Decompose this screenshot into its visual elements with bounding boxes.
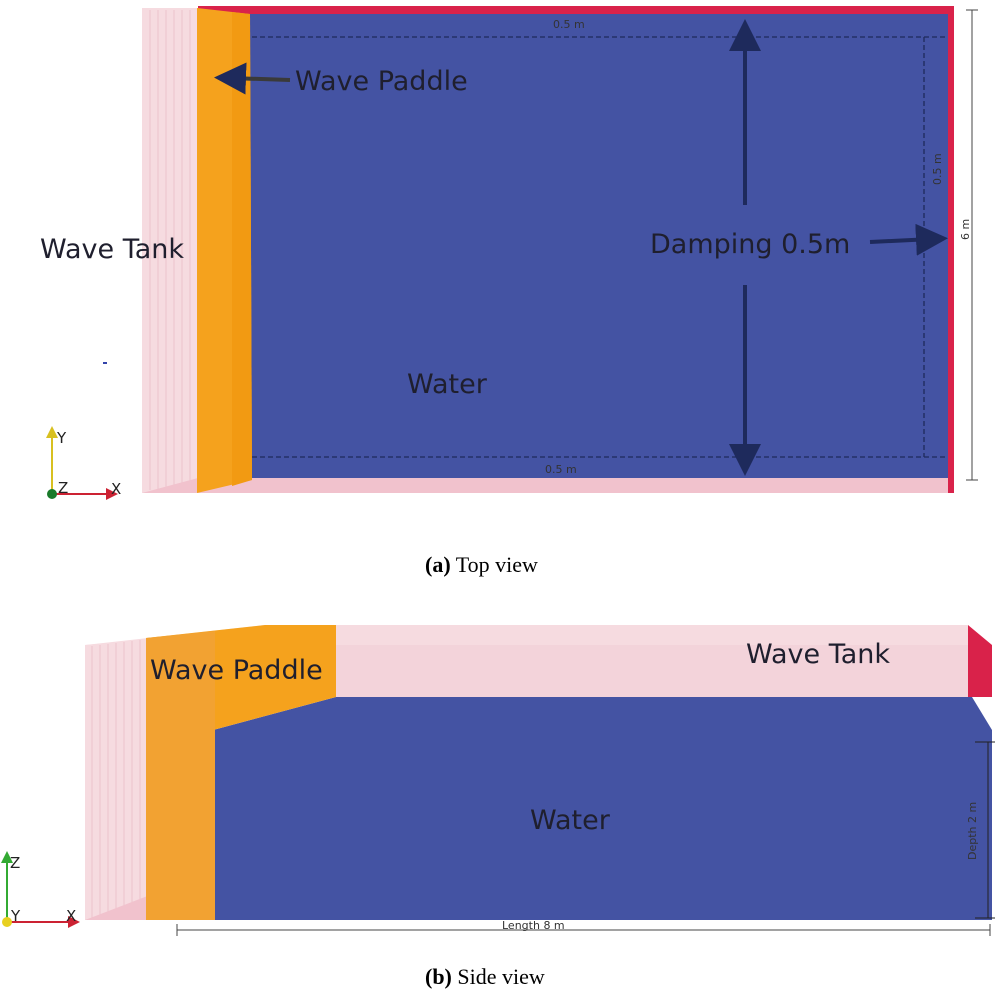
side-tank-left-wall bbox=[85, 640, 150, 920]
side-view: Depth 2 m Length 8 m Wave Paddle Wave Ta… bbox=[1, 625, 995, 989]
top-marker-dot bbox=[103, 362, 107, 364]
top-caption: (a) Top view bbox=[425, 552, 538, 577]
top-dim-right-outer: 6 m bbox=[959, 219, 972, 240]
side-label-water: Water bbox=[530, 805, 611, 836]
side-axis-z: Z bbox=[10, 854, 20, 872]
side-wave-paddle-shade bbox=[146, 631, 215, 920]
side-axis-y: Y bbox=[10, 907, 21, 925]
side-label-wave-paddle: Wave Paddle bbox=[150, 655, 323, 686]
top-tank-right-edge bbox=[948, 6, 954, 493]
side-water bbox=[176, 697, 992, 920]
top-view: 0.5 m 0.5 m 0.5 m 6 m Wave Paddle Wave T… bbox=[40, 6, 978, 577]
top-axes-triad: Y Z X bbox=[46, 426, 121, 500]
top-label-wave-paddle: Wave Paddle bbox=[295, 66, 468, 97]
side-dim-length-line bbox=[176, 924, 991, 936]
top-axis-y: Y bbox=[56, 429, 67, 447]
side-dim-depth: Depth 2 m bbox=[966, 802, 979, 860]
top-dim-outer-line bbox=[966, 9, 978, 481]
top-paddle-arrow bbox=[214, 62, 291, 95]
top-dim-right-inner: 0.5 m bbox=[931, 153, 944, 185]
top-water bbox=[250, 14, 948, 478]
side-tank-upper-band bbox=[336, 645, 968, 697]
top-tank-left-wall bbox=[142, 8, 198, 493]
top-damping-arrow-right bbox=[869, 223, 948, 256]
top-tank-top-edge bbox=[198, 6, 952, 14]
side-tank-bottom bbox=[85, 895, 150, 920]
top-tank-bottom-wall bbox=[142, 478, 952, 493]
top-dim-top: 0.5 m bbox=[553, 18, 585, 31]
top-axis-z: Z bbox=[58, 479, 68, 497]
side-caption: (b) Side view bbox=[425, 964, 545, 989]
top-wave-paddle-shade bbox=[232, 12, 252, 486]
side-axes-triad: Z Y X bbox=[1, 851, 80, 928]
side-axis-x: X bbox=[66, 907, 76, 925]
top-label-wave-tank: Wave Tank bbox=[40, 234, 184, 265]
top-tank-wall-lines bbox=[149, 10, 191, 490]
side-dim-length: Length 8 m bbox=[502, 919, 565, 932]
side-label-wave-tank: Wave Tank bbox=[746, 639, 890, 670]
side-tank-right-edge bbox=[968, 625, 992, 697]
top-label-damping: Damping 0.5m bbox=[650, 229, 850, 260]
side-dim-depth-line bbox=[975, 741, 995, 919]
top-dim-bottom: 0.5 m bbox=[545, 463, 577, 476]
top-label-water: Water bbox=[407, 369, 488, 400]
side-tank-wall-lines bbox=[91, 640, 141, 918]
top-axis-x: X bbox=[111, 480, 121, 498]
